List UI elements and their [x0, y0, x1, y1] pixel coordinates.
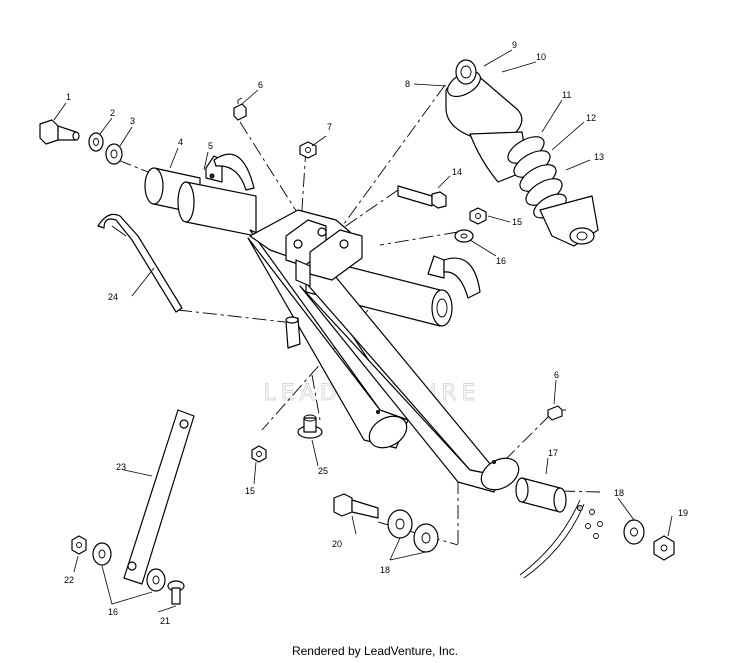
part-21-pin — [167, 580, 185, 605]
part-6-grease-fitting-upper — [233, 97, 247, 121]
part-16-washer-upper — [454, 229, 474, 243]
part-18-washer-lower-b — [413, 523, 439, 553]
part-16-washer-lower-b — [146, 568, 166, 592]
callout-18-lower: 18 — [380, 565, 390, 575]
part-6-grease-fitting-lower — [547, 405, 566, 421]
callout-6-lower: 6 — [554, 370, 559, 380]
callout-9: 9 — [512, 40, 517, 50]
part-5-arm-upper — [177, 153, 257, 237]
part-20-bolt — [333, 493, 379, 519]
callout-24: 24 — [108, 292, 118, 302]
callout-22: 22 — [64, 575, 74, 585]
callout-6-upper: 6 — [258, 80, 263, 90]
callout-19: 19 — [678, 508, 688, 518]
callout-13: 13 — [594, 152, 604, 162]
callout-10: 10 — [536, 52, 546, 62]
part-18-washer-lower-a — [387, 509, 413, 539]
shock-mount-brackets — [249, 209, 363, 287]
assembly-guides — [117, 84, 601, 546]
callout-16-upper: 16 — [496, 256, 506, 266]
callout-11: 11 — [562, 90, 571, 100]
part-15-nut-upper — [469, 207, 487, 225]
callout-21: 21 — [160, 616, 170, 626]
part-19-nut — [653, 535, 675, 561]
part-16-washer-lower-a — [92, 542, 112, 566]
arm-left-body — [247, 229, 409, 449]
callout-12: 12 — [586, 113, 596, 123]
callout-20: 20 — [332, 539, 342, 549]
callout-23: 23 — [116, 462, 126, 472]
callout-7: 7 — [327, 122, 332, 132]
callout-2: 2 — [110, 108, 115, 118]
callout-15-upper: 15 — [512, 217, 522, 227]
callout-numbers: 1 2 3 4 5 6 7 8 9 10 11 12 13 14 15 16 2… — [64, 40, 688, 626]
part-2-washer — [88, 132, 104, 152]
callout-15-lower: 15 — [245, 486, 255, 496]
part-17-bushing — [515, 477, 567, 513]
footer-credit: Rendered by LeadVenture, Inc. — [291, 644, 459, 658]
parts-8-13-shock-absorber — [445, 59, 599, 247]
sleeve-pin — [285, 316, 301, 349]
callout-16-lower: 16 — [108, 607, 118, 617]
callout-5: 5 — [208, 141, 213, 151]
callout-14: 14 — [452, 167, 462, 177]
callout-18-right: 18 — [614, 488, 624, 498]
callout-4: 4 — [178, 137, 183, 147]
part-22-nut — [71, 535, 87, 555]
part-3-washer — [105, 143, 123, 165]
callout-25: 25 — [318, 466, 328, 476]
callout-17: 17 — [548, 448, 558, 458]
part-25-bushing — [297, 414, 323, 439]
part-1-bolt — [39, 119, 80, 145]
callout-8: 8 — [405, 79, 410, 89]
part-23-strap — [123, 409, 195, 585]
part-15-nut-lower — [251, 445, 267, 463]
spring-clip — [519, 499, 603, 579]
part-14-bolt — [397, 185, 447, 209]
part-18-washer-right — [623, 519, 645, 545]
callout-3: 3 — [130, 116, 135, 126]
callout-1: 1 — [66, 92, 71, 102]
leader-lines — [53, 49, 673, 613]
part-24-rod — [97, 213, 183, 313]
